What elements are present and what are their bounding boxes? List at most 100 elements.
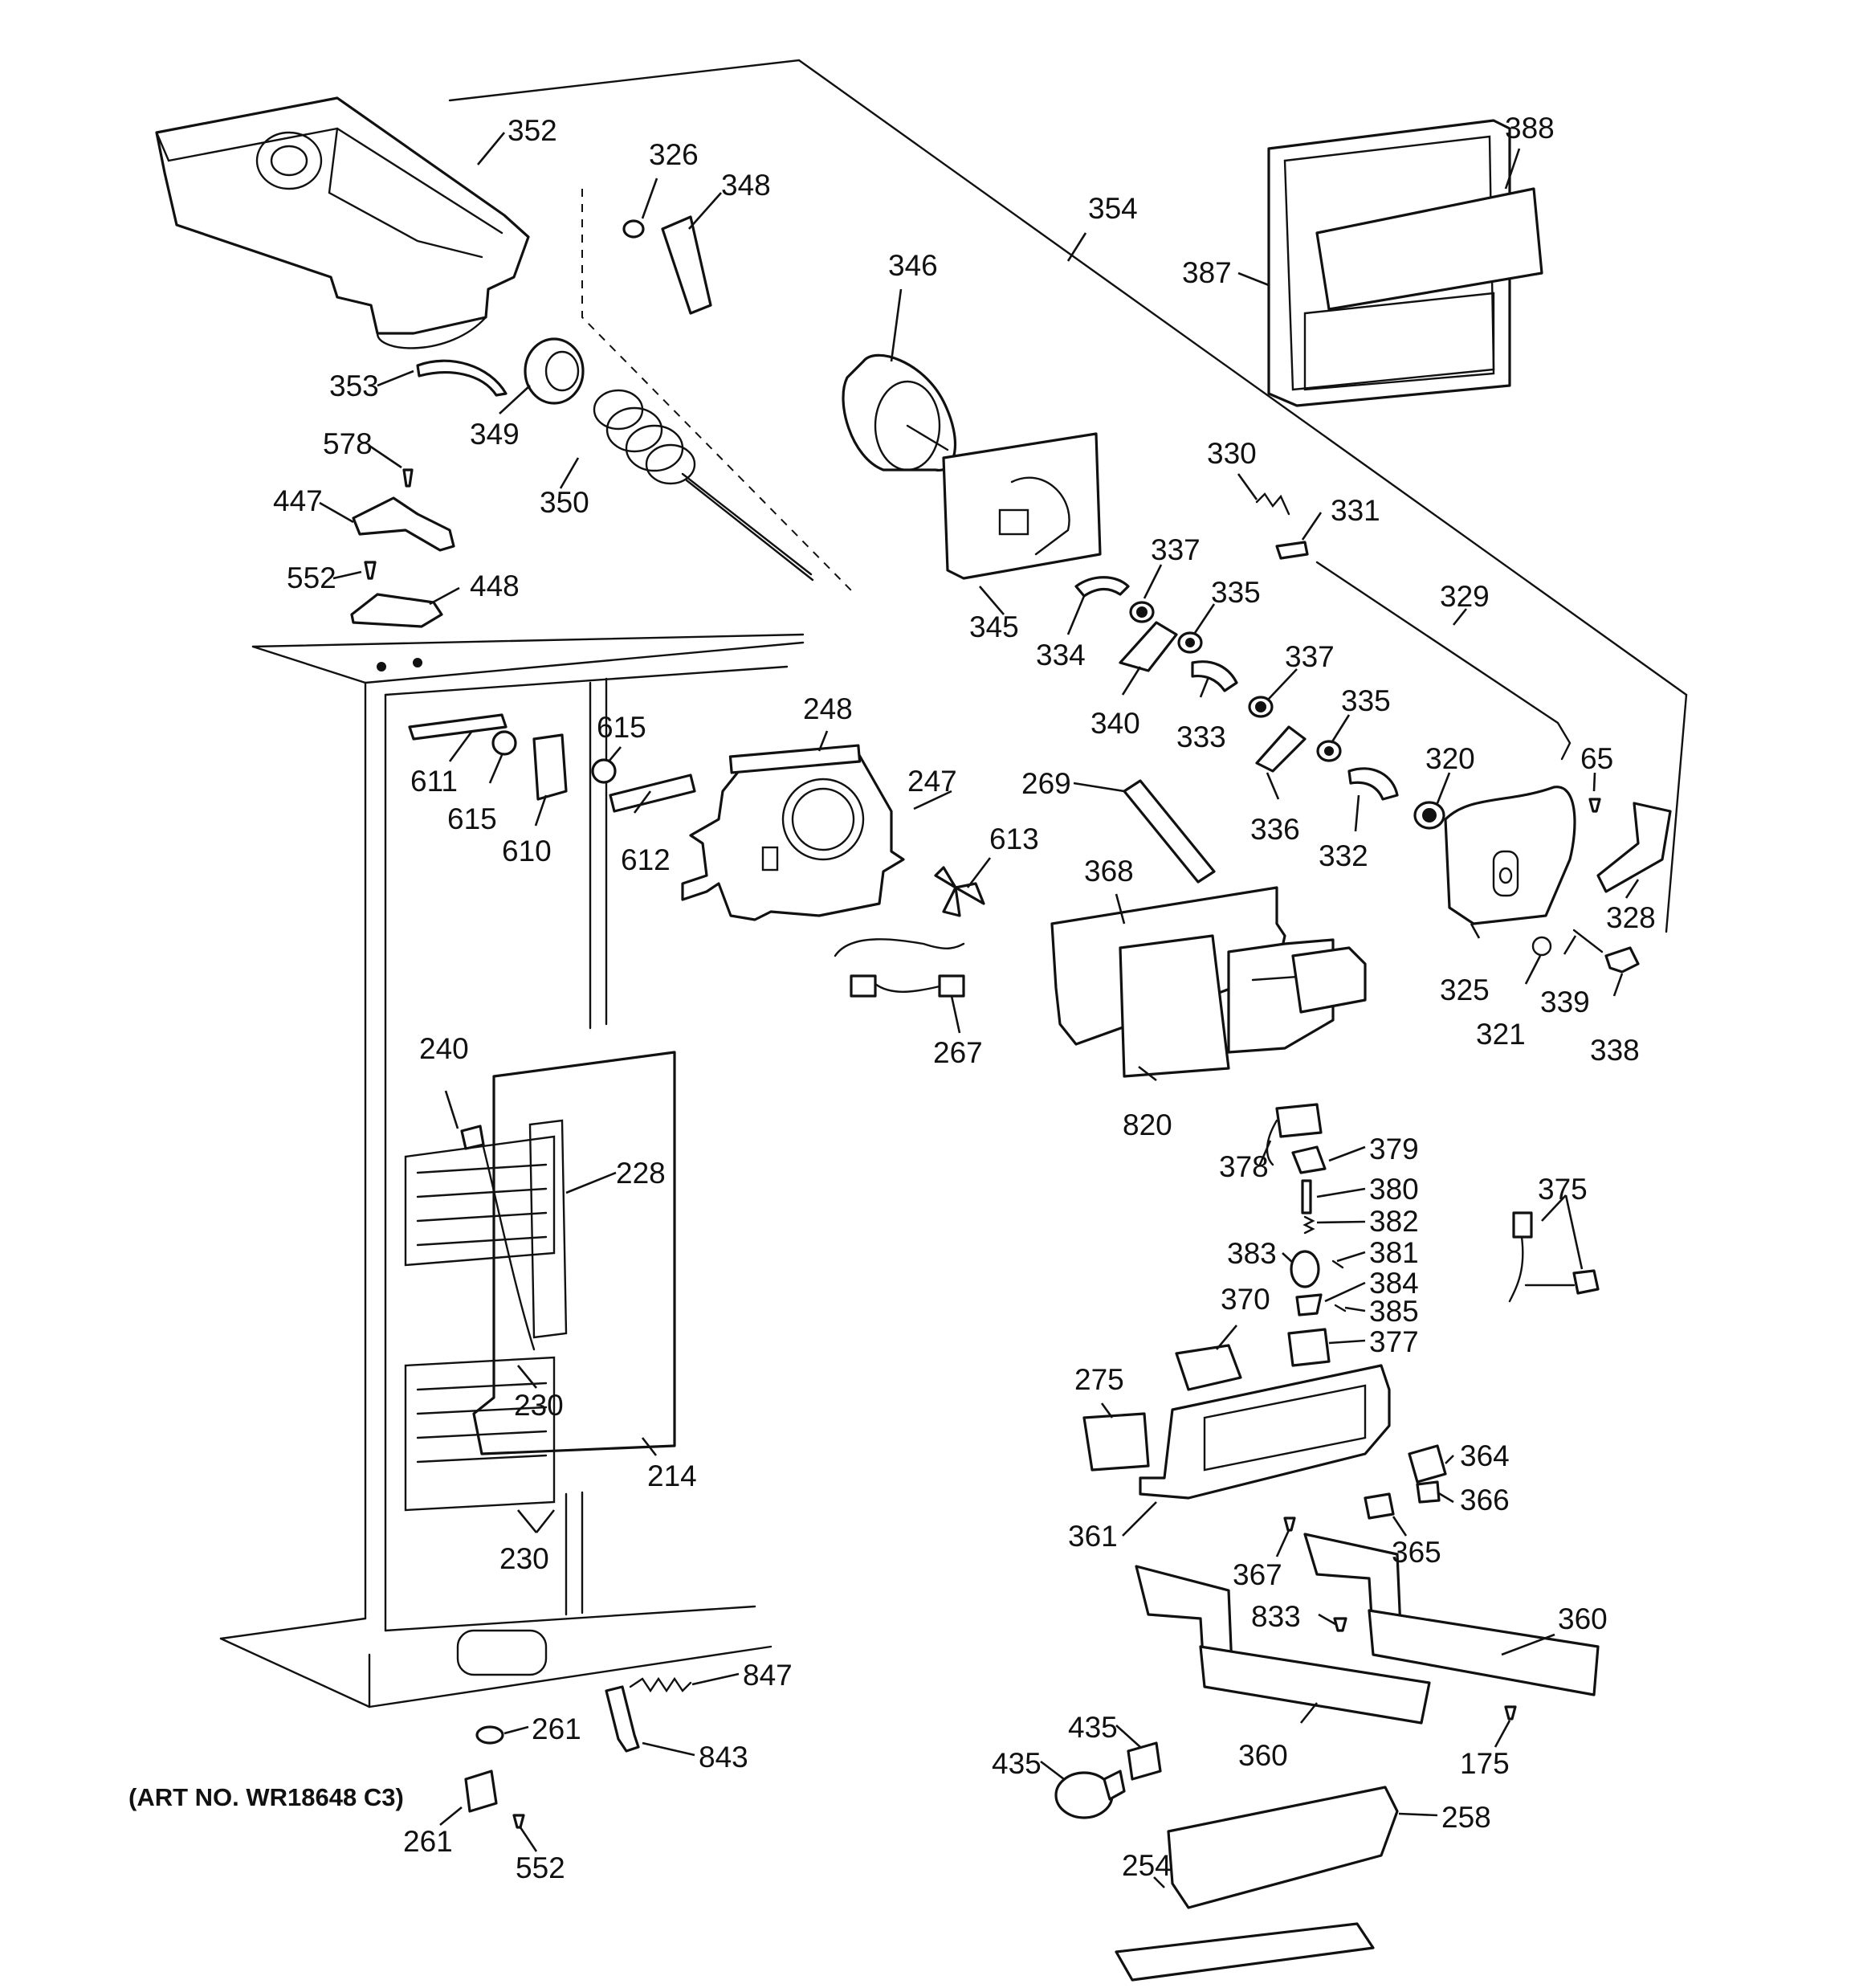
mount-plate-345 bbox=[942, 432, 1102, 580]
auger-350 bbox=[593, 389, 814, 582]
spring-337b bbox=[1248, 696, 1274, 718]
callout-214: 214 bbox=[647, 1459, 697, 1492]
callout-615a: 615 bbox=[597, 711, 646, 744]
spring-382 bbox=[1302, 1215, 1315, 1235]
flap-388 bbox=[1315, 187, 1543, 311]
seal-353 bbox=[416, 359, 508, 397]
rail-360b bbox=[1303, 1533, 1600, 1696]
screw-65 bbox=[1588, 798, 1601, 813]
callout-334: 334 bbox=[1036, 639, 1086, 672]
callout-388: 388 bbox=[1505, 112, 1555, 145]
shield-275 bbox=[1082, 1412, 1150, 1472]
callout-353: 353 bbox=[329, 369, 379, 402]
callout-338: 338 bbox=[1590, 1034, 1640, 1067]
callout-611: 611 bbox=[410, 765, 458, 798]
clip-366 bbox=[1416, 1480, 1441, 1504]
motor-346 bbox=[842, 353, 957, 471]
arm-333 bbox=[1191, 660, 1238, 692]
callout-320: 320 bbox=[1425, 742, 1475, 775]
callout-328: 328 bbox=[1606, 901, 1656, 934]
outline-354 bbox=[448, 59, 1688, 696]
spring-847 bbox=[629, 1676, 692, 1693]
screw-175 bbox=[1504, 1705, 1517, 1721]
callout-375: 375 bbox=[1538, 1173, 1588, 1206]
callout-435b: 435 bbox=[992, 1747, 1042, 1780]
timer-610 bbox=[532, 733, 568, 801]
washer-335a bbox=[1177, 631, 1203, 654]
pin-381 bbox=[1331, 1259, 1344, 1269]
fill-tube-269 bbox=[1123, 779, 1216, 884]
callout-321: 321 bbox=[1476, 1018, 1526, 1051]
callout-435a: 435 bbox=[1068, 1711, 1118, 1744]
callout-65: 65 bbox=[1580, 742, 1613, 775]
icemaker-820 bbox=[1050, 886, 1367, 1078]
screw-578 bbox=[402, 468, 414, 488]
cap-383 bbox=[1290, 1250, 1320, 1288]
callout-248: 248 bbox=[803, 692, 853, 725]
callout-228: 228 bbox=[616, 1157, 666, 1190]
callout-385: 385 bbox=[1369, 1295, 1419, 1328]
housing-361 bbox=[1139, 1364, 1391, 1500]
rod-329 bbox=[1315, 561, 1572, 761]
callout-326: 326 bbox=[649, 138, 699, 171]
callout-261b: 261 bbox=[403, 1825, 453, 1858]
cabinet-wall bbox=[219, 633, 805, 1708]
callout-447: 447 bbox=[273, 484, 323, 517]
bulb-435 bbox=[1054, 1770, 1126, 1819]
callout-379: 379 bbox=[1369, 1133, 1419, 1165]
connector-240 bbox=[460, 1125, 485, 1150]
callout-612: 612 bbox=[621, 843, 671, 876]
pin-339 bbox=[1572, 929, 1604, 953]
plunger-380 bbox=[1301, 1179, 1312, 1214]
bracket-612 bbox=[609, 774, 696, 813]
callout-847: 847 bbox=[743, 1659, 793, 1692]
callout-175: 175 bbox=[1460, 1747, 1510, 1780]
fan-shroud-247 bbox=[681, 753, 905, 921]
callout-333: 333 bbox=[1176, 720, 1226, 753]
callout-354: 354 bbox=[1088, 192, 1138, 225]
washer-261 bbox=[475, 1725, 504, 1745]
lever-843 bbox=[605, 1685, 640, 1753]
callout-367: 367 bbox=[1233, 1558, 1282, 1591]
switch-364 bbox=[1408, 1444, 1447, 1484]
leader-lines bbox=[319, 132, 1640, 1888]
callout-381: 381 bbox=[1369, 1236, 1419, 1269]
callout-269: 269 bbox=[1021, 767, 1071, 800]
socket-435 bbox=[1127, 1741, 1162, 1781]
callout-325: 325 bbox=[1440, 974, 1490, 1006]
callout-335a: 335 bbox=[1211, 576, 1261, 609]
spring-337a bbox=[1129, 601, 1155, 623]
callout-833: 833 bbox=[1251, 1600, 1301, 1633]
callout-275: 275 bbox=[1074, 1363, 1124, 1396]
cover-258 bbox=[1167, 1786, 1399, 1909]
bracket-611 bbox=[408, 713, 508, 741]
callout-448: 448 bbox=[470, 569, 520, 602]
strip-248 bbox=[728, 744, 862, 774]
callout-329: 329 bbox=[1440, 580, 1490, 613]
ice-bucket-352 bbox=[155, 96, 530, 349]
gasket-348 bbox=[661, 215, 712, 315]
gear-334 bbox=[1074, 576, 1130, 598]
screw-367 bbox=[1283, 1517, 1296, 1532]
callout-335b: 335 bbox=[1341, 684, 1391, 717]
callout-345: 345 bbox=[969, 610, 1019, 643]
callout-364: 364 bbox=[1460, 1439, 1510, 1472]
callout-labels: 352 326 348 354 388 387 346 353 349 578 … bbox=[273, 112, 1656, 1884]
callout-380: 380 bbox=[1369, 1173, 1419, 1206]
callout-552a: 552 bbox=[287, 561, 336, 594]
hinge-261 bbox=[464, 1770, 498, 1813]
callout-365: 365 bbox=[1392, 1536, 1441, 1569]
callout-387: 387 bbox=[1182, 256, 1232, 289]
thermostat-615b bbox=[491, 730, 517, 756]
callout-332: 332 bbox=[1319, 839, 1368, 872]
callout-820: 820 bbox=[1123, 1108, 1172, 1141]
callout-247: 247 bbox=[907, 765, 957, 798]
callout-240: 240 bbox=[419, 1032, 469, 1065]
callout-346: 346 bbox=[888, 249, 938, 282]
washer-335b bbox=[1316, 740, 1342, 762]
bracket-338 bbox=[1604, 946, 1640, 974]
rail-360a bbox=[1135, 1565, 1431, 1725]
callout-378: 378 bbox=[1219, 1150, 1269, 1183]
callout-366: 366 bbox=[1460, 1484, 1510, 1517]
callout-336: 336 bbox=[1250, 813, 1300, 846]
